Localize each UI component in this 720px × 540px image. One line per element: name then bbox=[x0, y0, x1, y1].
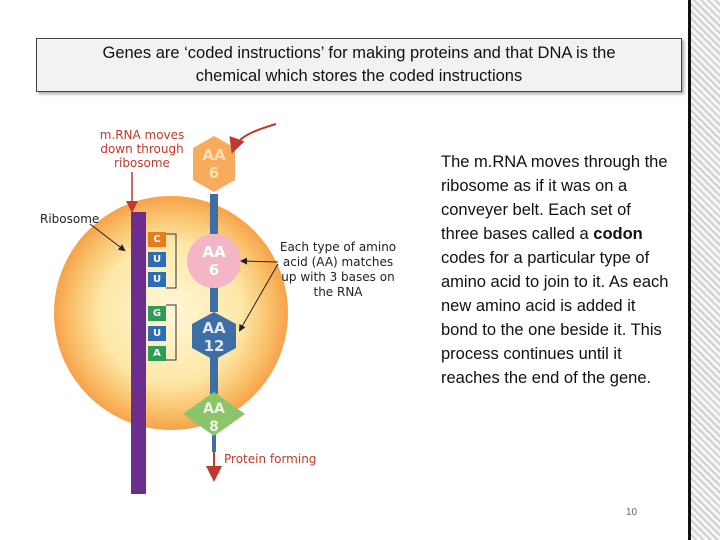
mrna-strand bbox=[131, 212, 146, 494]
chain-link-2 bbox=[210, 286, 218, 312]
body-paragraph: The m.RNA moves through the ribosome as … bbox=[441, 150, 671, 390]
base-5: U bbox=[148, 326, 166, 341]
title-line-2: chemical which stores the coded instruct… bbox=[195, 67, 523, 85]
chain-link-3 bbox=[210, 354, 218, 394]
ribosome-label: Ribosome bbox=[40, 212, 100, 226]
amino-acid-diamond-4 bbox=[183, 392, 245, 436]
amino-acid-circle-2 bbox=[187, 234, 241, 288]
base-3: U bbox=[148, 272, 166, 287]
amino-acid-hexagon-3 bbox=[192, 312, 236, 360]
chain-link-1 bbox=[210, 194, 218, 234]
codon-term: codon bbox=[593, 225, 643, 243]
protein-forming-label: Protein forming bbox=[224, 452, 317, 466]
base-6: A bbox=[148, 346, 166, 361]
incoming-amino-acid-arrow bbox=[229, 123, 277, 154]
codon-bracket-1 bbox=[166, 233, 177, 289]
slide-border-pattern bbox=[688, 0, 720, 540]
chain-link-4 bbox=[212, 432, 216, 452]
codon-pointer-2 bbox=[239, 263, 279, 332]
ribosome-pointer bbox=[89, 223, 126, 252]
page-number: 10 bbox=[626, 507, 638, 518]
mrna-label: m.RNA moves down through ribosome bbox=[99, 128, 185, 170]
codon-explanation-label: Each type of amino acid (AA) matches up … bbox=[279, 240, 397, 299]
amino-acid-hexagon-1 bbox=[193, 136, 235, 192]
title-box: Genes are ‘coded instructions’ for makin… bbox=[36, 38, 682, 92]
ribosome-diagram-graphics bbox=[54, 123, 288, 494]
codon-bracket-2 bbox=[166, 304, 177, 361]
codon-pointer-1 bbox=[240, 257, 279, 265]
base-1: C bbox=[148, 232, 166, 247]
base-4: G bbox=[148, 306, 166, 321]
body-text-part-2: codes for a particular type of amino aci… bbox=[441, 249, 669, 387]
body-text-part-1: The m.RNA moves through the ribosome as … bbox=[441, 153, 668, 243]
title-line-1: Genes are ‘coded instructions’ for makin… bbox=[102, 44, 616, 62]
base-2: U bbox=[148, 252, 166, 267]
ribosome-body bbox=[54, 196, 288, 430]
